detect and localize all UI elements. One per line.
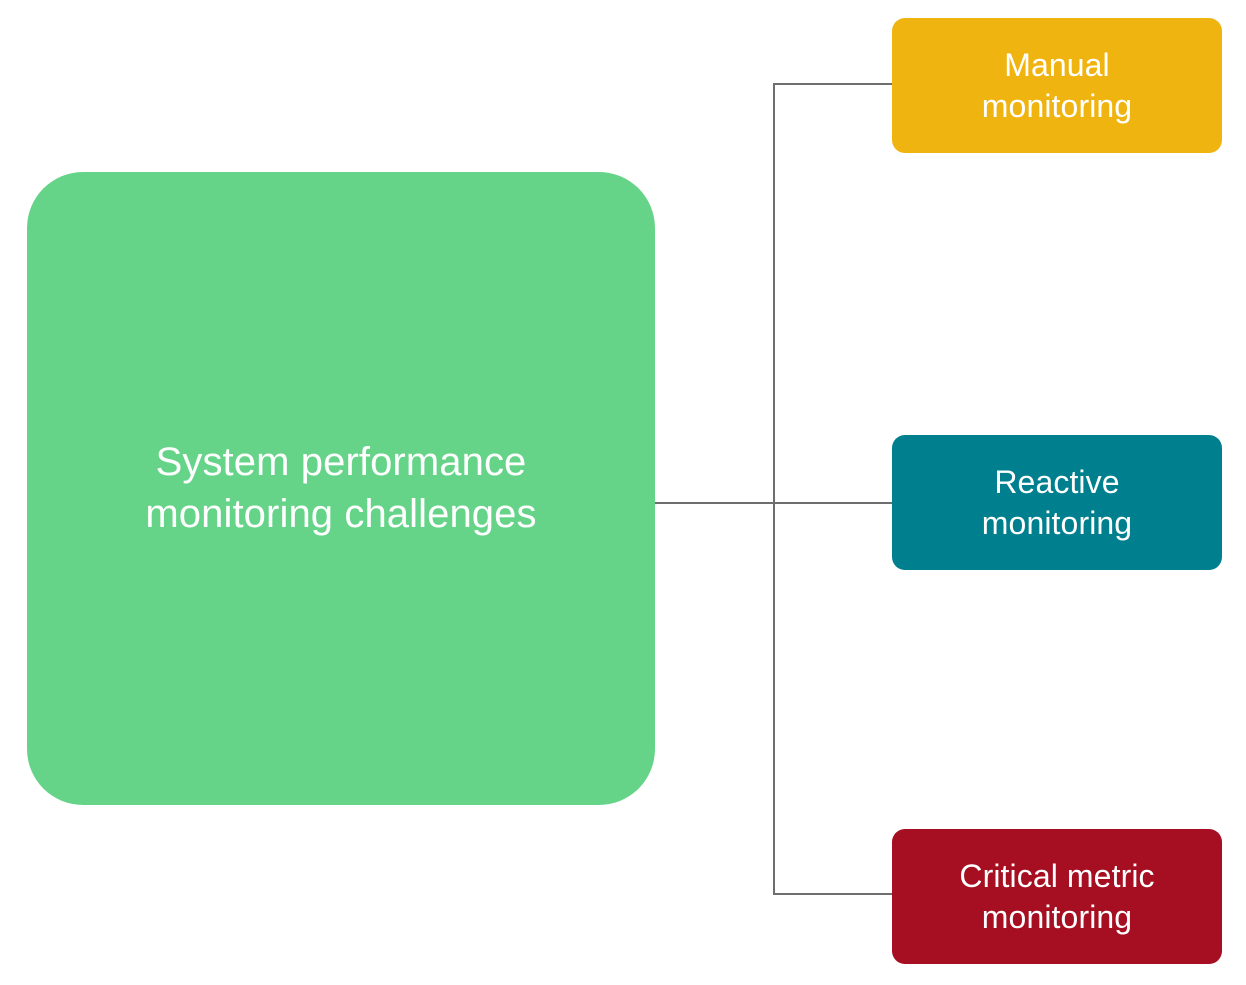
branch-node-label-critical-metric-monitoring: Critical metric monitoring — [959, 857, 1155, 935]
root-node-system-performance-monitoring-challenges[interactable]: System performance monitoring challenges — [27, 172, 655, 805]
branch-node-label-reactive-monitoring: Reactive monitoring — [981, 463, 1133, 541]
branch-node-reactive-monitoring[interactable]: Reactive monitoring — [892, 435, 1222, 570]
branch-node-critical-metric-monitoring[interactable]: Critical metric monitoring — [892, 829, 1222, 964]
branch-node-label-manual-monitoring: Manual monitoring — [981, 46, 1133, 124]
root-node-label: System performance monitoring challenges — [145, 440, 537, 536]
branch-node-manual-monitoring[interactable]: Manual monitoring — [892, 18, 1222, 153]
